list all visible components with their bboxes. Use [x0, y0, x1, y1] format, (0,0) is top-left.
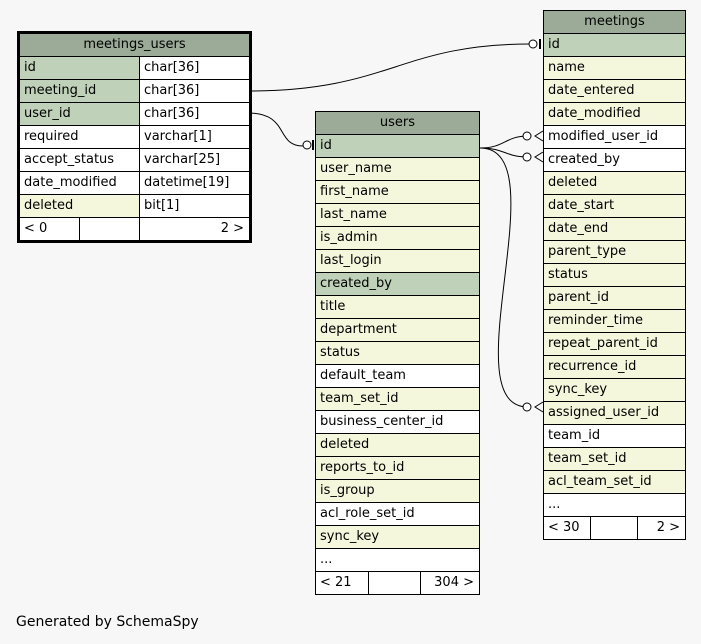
table-users[interactable]: users id user_name first_name last_name … — [315, 111, 480, 595]
edge-meetings-users-to-users — [247, 112, 304, 147]
table-row[interactable]: last_login — [316, 250, 479, 273]
table-row[interactable]: date_end — [544, 218, 685, 241]
table-row[interactable]: ... — [316, 549, 479, 572]
table-row[interactable]: reminder_time — [544, 310, 685, 333]
footer-children[interactable]: 2 > — [220, 221, 244, 236]
table-row[interactable]: created_by — [544, 149, 685, 172]
table-meetings[interactable]: meetings id name date_entered date_modif… — [543, 10, 686, 540]
table-header[interactable]: meetings_users — [20, 34, 249, 57]
edge-users-to-meetings-modified — [479, 135, 529, 149]
edge-end-circle — [302, 140, 312, 150]
table-row[interactable]: acl_role_set_id — [316, 503, 479, 526]
table-row[interactable]: ... — [544, 494, 685, 517]
table-row[interactable]: name — [544, 57, 685, 80]
table-row[interactable]: created_by — [316, 273, 479, 296]
table-row[interactable]: assigned_user_id — [544, 402, 685, 425]
table-row[interactable]: parent_id — [544, 287, 685, 310]
edge-meetings-users-to-meetings — [247, 43, 531, 92]
table-row[interactable]: reports_to_id — [316, 457, 479, 480]
edge-end-circle — [522, 402, 532, 412]
table-row[interactable]: id — [544, 34, 685, 57]
table-row[interactable]: team_id — [544, 425, 685, 448]
table-footer: < 21 304 > — [316, 572, 479, 594]
table-row[interactable]: date_modified — [544, 103, 685, 126]
table-row[interactable]: user_name — [316, 158, 479, 181]
table-row[interactable]: deleted — [316, 434, 479, 457]
table-row[interactable]: date_start — [544, 195, 685, 218]
table-row[interactable]: sync_key — [544, 379, 685, 402]
table-row[interactable]: modified_user_id — [544, 126, 685, 149]
footer-mid — [80, 218, 140, 240]
table-row[interactable]: is_group — [316, 480, 479, 503]
table-row[interactable]: department — [316, 319, 479, 342]
table-row[interactable]: title — [316, 296, 479, 319]
table-row[interactable]: date_entered — [544, 80, 685, 103]
footer-children[interactable]: 304 > — [434, 575, 474, 590]
table-header[interactable]: users — [316, 112, 479, 135]
footer-mid — [369, 572, 421, 594]
table-row[interactable]: status — [544, 264, 685, 287]
table-row[interactable]: team_set_id — [316, 388, 479, 411]
table-row[interactable]: id — [316, 135, 479, 158]
table-header[interactable]: meetings — [544, 11, 685, 34]
table-row[interactable]: acl_team_set_id — [544, 471, 685, 494]
edge-end-circle — [522, 152, 532, 162]
edge-end-crowfoot — [534, 130, 544, 142]
footer-parents[interactable]: < 0 — [20, 218, 80, 240]
table-row[interactable]: status — [316, 342, 479, 365]
table-row[interactable]: parent_type — [544, 241, 685, 264]
edge-end-circle — [528, 39, 538, 49]
table-row[interactable]: deleted — [544, 172, 685, 195]
footer-mid — [591, 517, 638, 539]
table-row[interactable]: recurrence_id — [544, 356, 685, 379]
footer-children[interactable]: 2 > — [656, 520, 680, 535]
table-row[interactable]: repeat_parent_id — [544, 333, 685, 356]
table-row[interactable]: team_set_id — [544, 448, 685, 471]
footer-parents[interactable]: < 30 — [544, 517, 591, 539]
table-row[interactable]: last_name — [316, 204, 479, 227]
edge-users-to-meetings-assigned — [479, 147, 529, 408]
edge-end-crowfoot — [534, 151, 544, 163]
table-row[interactable]: sync_key — [316, 526, 479, 549]
table-footer: < 30 2 > — [544, 517, 685, 539]
table-row[interactable]: default_team — [316, 365, 479, 388]
table-footer: < 0 2 > — [20, 218, 249, 240]
table-row[interactable]: is_admin — [316, 227, 479, 250]
edge-end-circle — [522, 131, 532, 141]
table-row[interactable]: first_name — [316, 181, 479, 204]
table-row[interactable]: business_center_id — [316, 411, 479, 434]
footer-parents[interactable]: < 21 — [316, 572, 369, 594]
generated-by-text: Generated by SchemaSpy — [16, 614, 199, 630]
edge-end-crowfoot — [534, 401, 544, 413]
